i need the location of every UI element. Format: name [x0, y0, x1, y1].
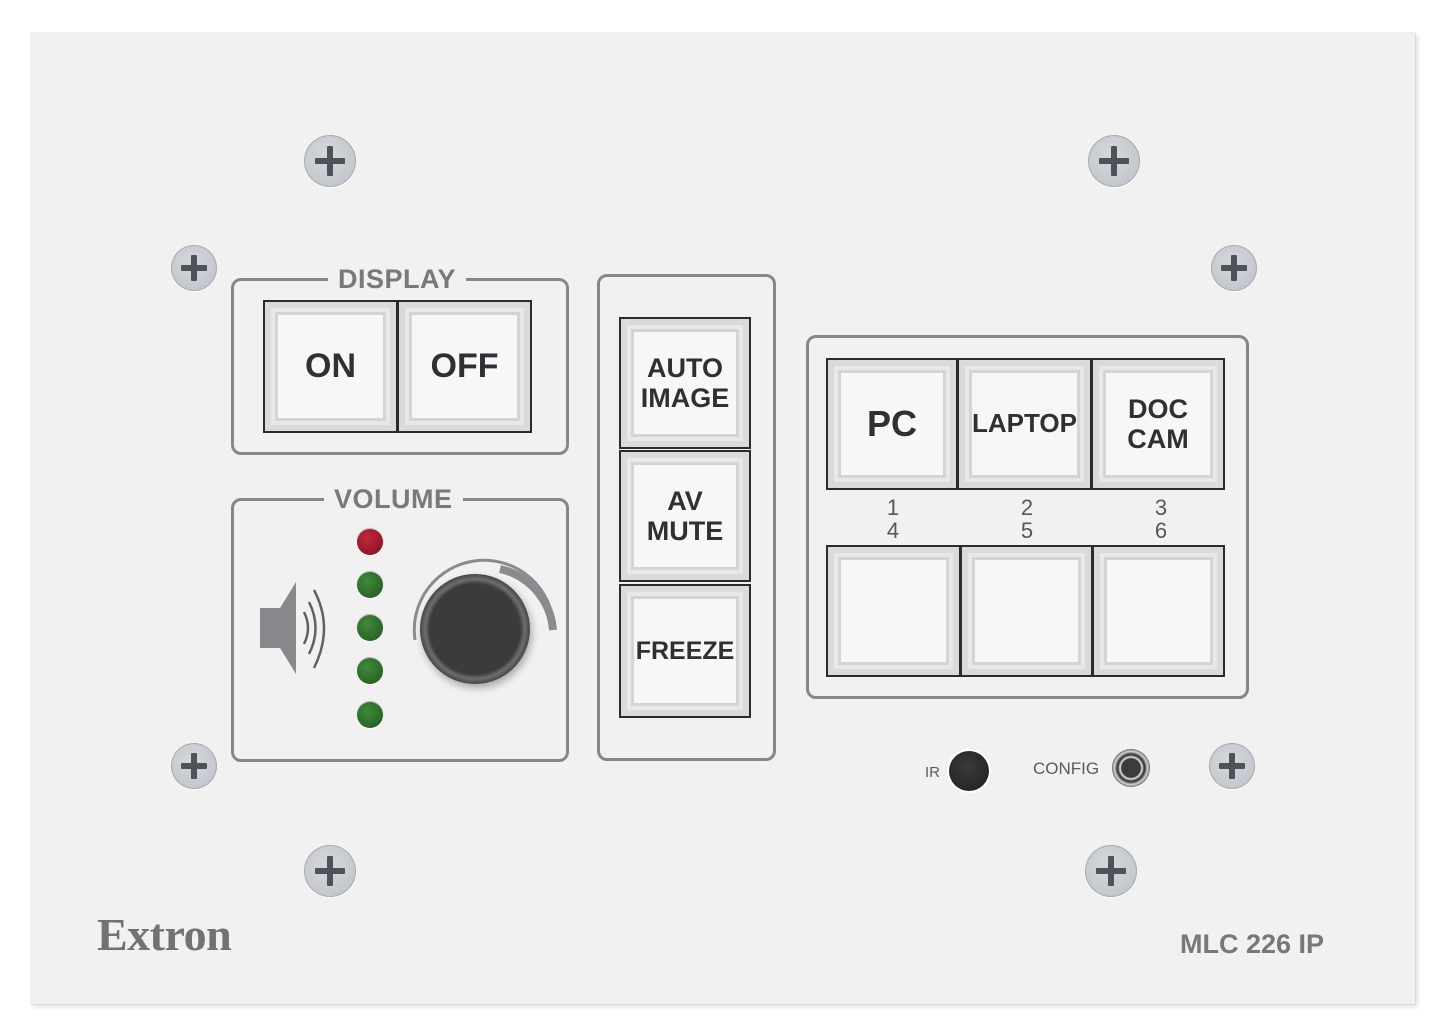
freeze-button[interactable]: FREEZE — [619, 584, 751, 718]
function-group — [597, 274, 776, 761]
volume-led-green — [357, 572, 383, 598]
model-label: MLC 226 IP — [1180, 929, 1325, 959]
screw-icon — [1211, 245, 1257, 291]
freeze-label: FREEZE — [635, 637, 735, 665]
volume-led-green — [357, 702, 383, 728]
volume-group: VOLUME — [231, 484, 569, 762]
pc-label: PC — [866, 402, 917, 444]
screw-icon — [1088, 135, 1140, 187]
volume-led-green — [357, 658, 383, 684]
display-on-label: ON — [305, 347, 356, 386]
input-1-pc-button[interactable]: PC — [826, 358, 958, 490]
input-6-button[interactable] — [1092, 545, 1225, 677]
input-5-button[interactable] — [960, 545, 1093, 677]
brand-logo: Extron — [97, 909, 232, 960]
display-on-button[interactable]: ON — [263, 300, 398, 433]
screw-icon — [1209, 743, 1255, 789]
screw-icon — [1085, 845, 1137, 897]
volume-group-label: VOLUME — [324, 484, 463, 514]
input-number-3: 3 — [1154, 495, 1168, 520]
input-group — [806, 335, 1249, 699]
input-number-2: 2 — [1020, 495, 1034, 520]
volume-arc-indicator — [412, 558, 557, 641]
display-off-button[interactable]: OFF — [397, 300, 532, 433]
screw-icon — [171, 743, 217, 789]
config-label: CONFIG — [1033, 759, 1100, 778]
volume-led-green — [357, 615, 383, 641]
display-group-label: DISPLAY — [328, 264, 467, 294]
screw-icon — [171, 245, 217, 291]
volume-led-red — [357, 529, 383, 555]
ir-label: IR — [925, 764, 940, 781]
display-group: DISPLAY — [231, 264, 569, 455]
laptop-label: LAPTOP — [972, 408, 1077, 439]
config-port[interactable] — [1112, 749, 1150, 787]
input-4-button[interactable] — [826, 545, 961, 677]
input-2-laptop-button[interactable]: LAPTOP — [957, 358, 1092, 490]
input-number-6: 6 — [1154, 518, 1168, 543]
screw-icon — [304, 135, 356, 187]
volume-knob[interactable] — [420, 574, 530, 684]
screw-icon — [304, 845, 356, 897]
ir-sensor — [949, 751, 989, 791]
display-off-label: OFF — [430, 347, 499, 386]
input-number-1: 1 — [886, 495, 900, 520]
input-number-4: 4 — [886, 518, 900, 543]
speaker-icon — [260, 582, 326, 674]
input-number-5: 5 — [1020, 518, 1034, 543]
